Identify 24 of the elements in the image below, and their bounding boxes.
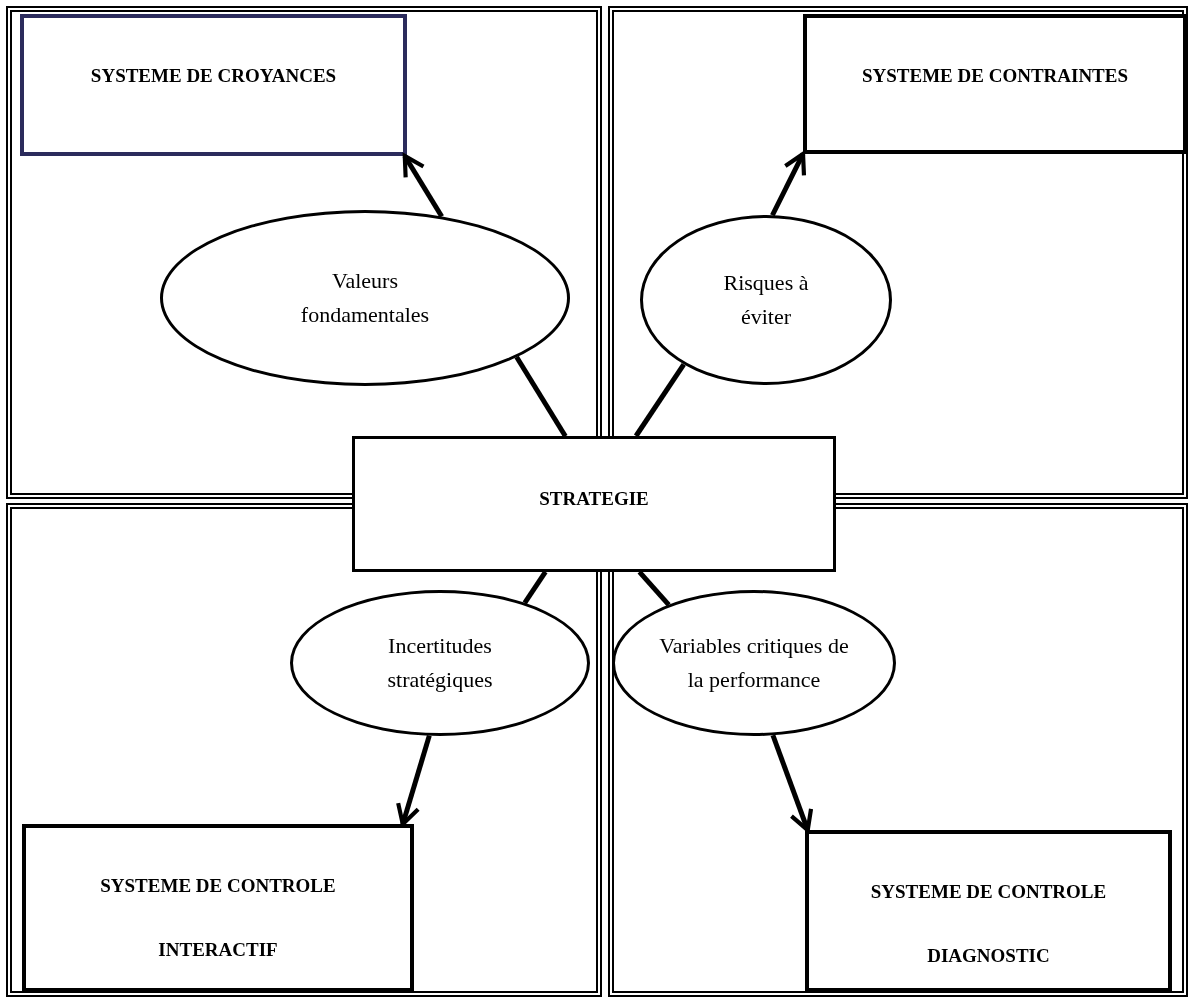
system-title: SYSTEME DE CONTROLE INTERACTIF <box>99 874 337 962</box>
system-title: SYSTEME DE CONTROLE DIAGNOSTIC <box>869 880 1108 968</box>
node-label: Incertitudes stratégiques <box>386 632 494 694</box>
node-label: Variables critiques de la performance <box>659 632 849 694</box>
system-box <box>22 824 414 992</box>
system-title: STRATEGIE <box>538 487 650 511</box>
arrow <box>770 734 814 833</box>
arrow <box>770 151 807 217</box>
node-label: Valeurs fondamentales <box>299 267 431 329</box>
strategy-box <box>352 436 836 572</box>
connector-line <box>637 570 671 607</box>
system-title: SYSTEME DE CONTRAINTES <box>860 64 1130 88</box>
panel-frame <box>608 503 1188 997</box>
arrow <box>396 734 432 827</box>
connector-line <box>514 355 568 438</box>
system-box <box>805 830 1172 992</box>
system-box <box>20 14 407 156</box>
system-box <box>803 14 1187 154</box>
system-title: SYSTEME DE CROYANCES <box>89 64 338 88</box>
arrow <box>402 153 444 218</box>
connector-line <box>522 570 548 605</box>
node-label: Risques à éviter <box>722 269 810 331</box>
connector-line <box>633 362 686 438</box>
panel-frame <box>6 503 602 997</box>
